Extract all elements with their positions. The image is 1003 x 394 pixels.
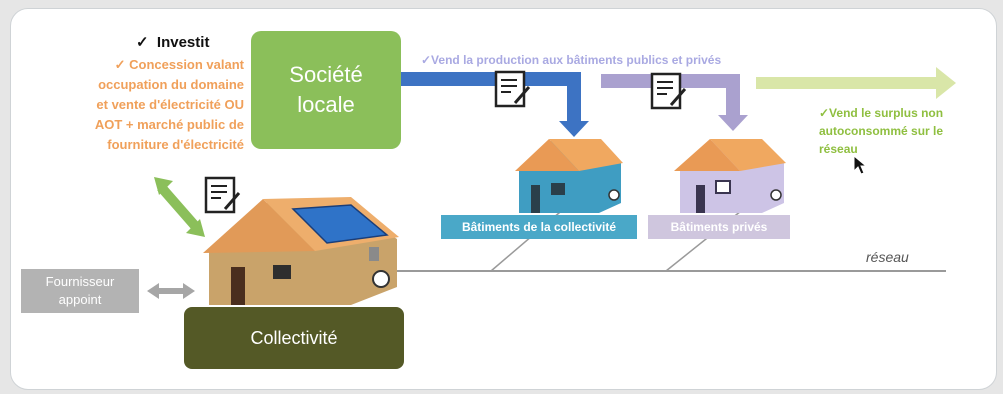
batiments-collectivite-tag: Bâtiments de la collectivité <box>441 215 637 239</box>
mouse-cursor-icon <box>853 155 868 175</box>
contract-icon <box>650 72 687 110</box>
investit-line: occupation du domaine <box>98 77 244 92</box>
lavender-arrow <box>601 74 740 119</box>
investit-line: fourniture d'électricité <box>107 137 244 152</box>
investit-description: ✓ Concession valant occupation du domain… <box>66 55 244 155</box>
surplus-line: autoconsommé sur le <box>819 124 944 138</box>
fournisseur-line2: appoint <box>58 292 102 307</box>
investit-title: Investit <box>156 34 210 51</box>
societe-line2: locale <box>297 92 355 117</box>
vend-surplus-label: ✓Vend le surplus non autoconsommé sur le… <box>819 104 989 158</box>
blue-arrow-head <box>559 121 589 137</box>
fournisseur-appoint-box: Fournisseur appoint <box>21 269 139 313</box>
reseau-label: réseau <box>866 249 909 265</box>
blue-building-icon <box>515 139 623 213</box>
contract-icon <box>494 70 531 108</box>
surplus-arrow-body <box>756 77 936 89</box>
connectors-layer <box>147 67 956 299</box>
blue-arrow <box>401 72 581 124</box>
lavender-building-icon <box>674 139 786 213</box>
vend-production-label: ✓Vend la production aux bâtiments public… <box>421 53 722 67</box>
societe-line1: Société <box>289 62 363 87</box>
collectivite-box: Collectivité <box>184 307 404 369</box>
surplus-line: ✓Vend le surplus non <box>819 106 944 120</box>
societe-locale-box: Société locale <box>251 31 401 149</box>
fournisseur-line1: Fournisseur <box>45 274 115 289</box>
investit-line: ✓ Concession valant <box>114 57 244 72</box>
contract-icon <box>204 176 241 214</box>
batiments-prives-tag: Bâtiments privés <box>648 215 790 239</box>
investit-line: et vente d'électricité OU <box>96 97 244 112</box>
investit-heading: ✓ Investit <box>136 33 209 51</box>
surplus-line: réseau <box>819 142 858 156</box>
check-icon: ✓ <box>136 34 149 51</box>
double-arrow-grey <box>147 283 195 299</box>
double-arrow-green <box>154 177 205 237</box>
house-solar-icon <box>203 197 399 305</box>
surplus-arrow-head <box>936 67 956 99</box>
investit-line: AOT + marché public de <box>94 117 244 132</box>
diagram-frame: ✓ Investit ✓ Concession valant occupatio… <box>10 8 997 390</box>
lavender-arrow-head <box>718 115 748 131</box>
